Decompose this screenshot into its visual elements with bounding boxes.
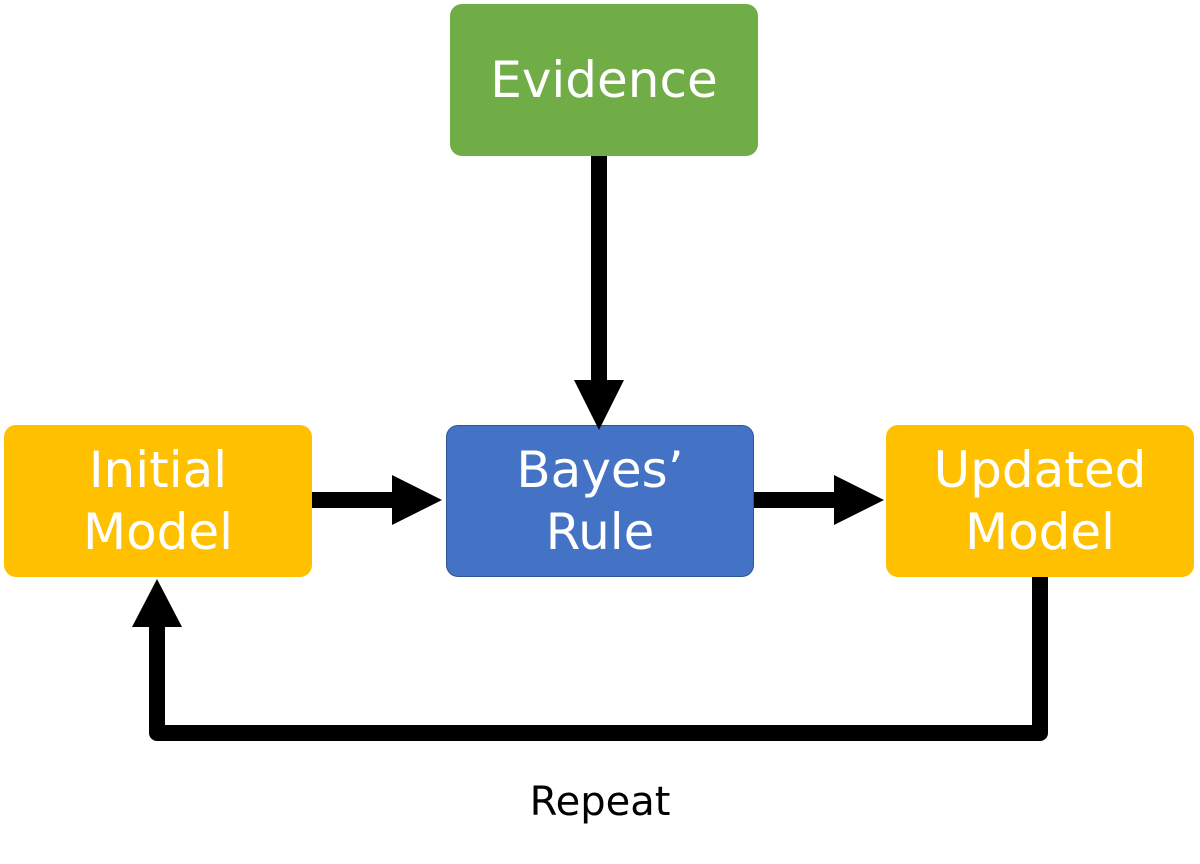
updated-model-label-line-2: Model — [964, 503, 1116, 561]
bayes-rule-label-line-1: Bayes’ — [516, 441, 684, 499]
initial-model-label-line-2: Model — [82, 503, 234, 561]
updated-model-box: Updated Model — [886, 425, 1194, 577]
initial-model-label-line-1: Initial — [88, 441, 228, 499]
bayes-rule-box: Bayes’ Rule — [446, 425, 754, 577]
arrow-repeat-loop — [132, 577, 1048, 741]
updated-model-label-line-1: Updated — [933, 441, 1147, 499]
evidence-label: Evidence — [490, 51, 718, 109]
arrow-evidence-to-bayes — [574, 156, 624, 430]
repeat-label: Repeat — [529, 779, 671, 825]
arrow-bayes-to-updated — [754, 475, 884, 525]
bayes-rule-label-line-2: Rule — [545, 503, 655, 561]
arrow-initial-to-bayes — [312, 475, 442, 525]
initial-model-box: Initial Model — [4, 425, 312, 577]
evidence-box: Evidence — [450, 4, 758, 156]
